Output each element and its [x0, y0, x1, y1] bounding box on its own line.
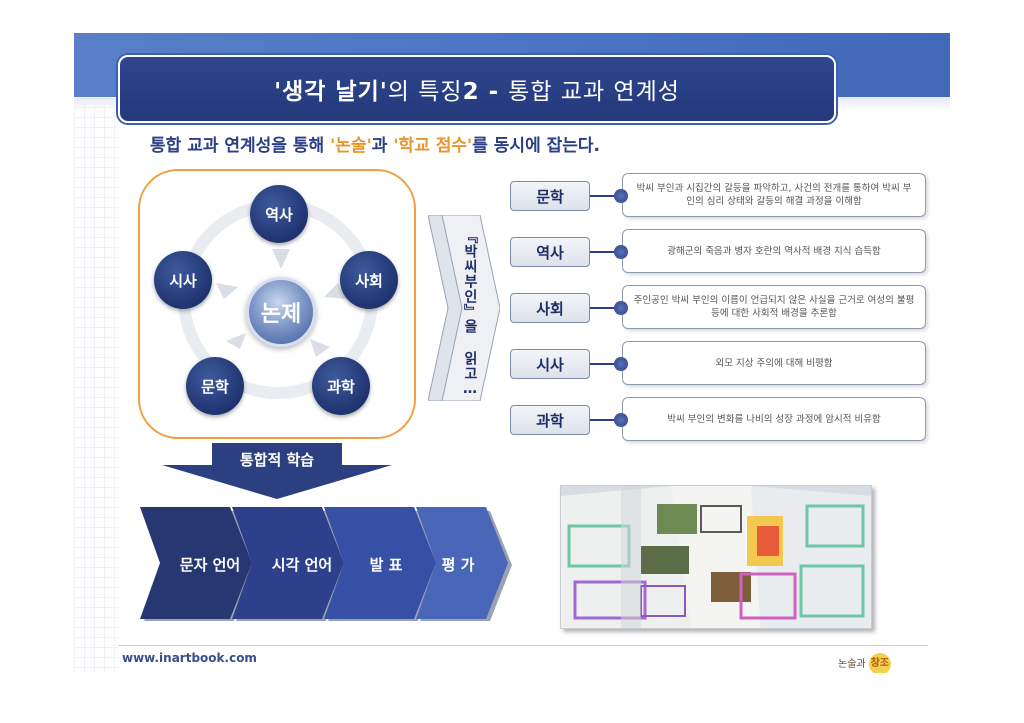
subject-row-current-affairs: 시사 외모 지상 주의에 대해 비평함 [510, 341, 926, 385]
slide-title: '생각 날기'의 특징2 - 통합 교과 연계성 [274, 79, 680, 105]
step-shape-2 [232, 507, 344, 619]
subject-row-literature: 문학 박씨 부인과 시집간의 갈등을 파악하고, 사건의 전개를 통하여 박씨 … [510, 173, 926, 217]
connector-dot-icon [614, 189, 628, 203]
student-work-image [561, 486, 871, 628]
subject-description: 주인공인 박씨 부인의 이름이 언급되지 않은 사실을 근거로 여성의 불평등에… [622, 285, 926, 329]
cycle-node-literature: 문학 [186, 357, 244, 415]
arrow-bottom-left-icon [226, 333, 246, 349]
cycle-node-science: 과학 [312, 357, 370, 415]
step-evaluation: 평 가 [441, 555, 475, 574]
subject-row-history: 역사 광해군의 죽음과 병자 호란의 역사적 배경 지식 습득함 [510, 229, 926, 273]
step-shape-3 [324, 507, 436, 619]
connector-dot-icon [614, 413, 628, 427]
process-steps [140, 507, 512, 621]
subject-description: 광해군의 죽음과 병자 호란의 역사적 배경 지식 습득함 [622, 229, 926, 273]
footer-divider [118, 645, 928, 646]
integrated-arrow [162, 443, 392, 499]
footer-url[interactable]: www.inartbook.com [122, 651, 257, 665]
connector [590, 251, 620, 253]
subject-description: 박씨 부인과 시집간의 갈등을 파악하고, 사건의 전개를 통하여 박씨 부인의… [622, 173, 926, 217]
subject-description: 외모 지상 주의에 대해 비평함 [622, 341, 926, 385]
arrow-top-icon [272, 249, 290, 269]
reading-label: 『박씨부인』을 읽고… [462, 229, 478, 398]
step-shape-4 [416, 507, 508, 619]
step-shape-1 [140, 507, 252, 619]
subject-tag: 과학 [510, 405, 590, 435]
connector-dot-icon [614, 357, 628, 371]
cycle-diagram: 논제 역사 사회 과학 문학 시사 [138, 169, 416, 439]
step-presentation: 발 표 [369, 555, 403, 574]
slide-subtitle: 통합 교과 연계성을 통해 '논술'과 '학교 점수'를 동시에 잡는다. [150, 136, 601, 156]
cycle-arrows [216, 249, 346, 357]
cycle-node-history: 역사 [250, 185, 308, 243]
logo-circle-icon: 창조 [868, 653, 891, 673]
subject-tag: 시사 [510, 349, 590, 379]
slide: '생각 날기'의 특징2 - 통합 교과 연계성 통합 교과 연계성을 통해 '… [74, 33, 950, 673]
connector [590, 419, 620, 421]
connector [590, 307, 620, 309]
arrow-left-icon [216, 283, 238, 299]
integrated-label: 통합적 학습 [239, 451, 315, 469]
reading-chevron [428, 215, 500, 401]
step-visual-language: 시각 언어 [271, 555, 333, 574]
cycle-node-current-affairs: 시사 [154, 251, 212, 309]
connector [590, 363, 620, 365]
student-work-photo [560, 485, 872, 629]
connector-dot-icon [614, 301, 628, 315]
subject-row-science: 과학 박씨 부인의 변화를 나비의 성장 과정에 암시적 비유함 [510, 397, 926, 441]
arrow-bottom-right-icon [310, 339, 330, 357]
subject-description: 박씨 부인의 변화를 나비의 성장 과정에 암시적 비유함 [622, 397, 926, 441]
subject-row-society: 사회 주인공인 박씨 부인의 이름이 언급되지 않은 사실을 근거로 여성의 불… [510, 285, 926, 329]
connector [590, 195, 620, 197]
connector-dot-icon [614, 245, 628, 259]
title-box: '생각 날기'의 특징2 - 통합 교과 연계성 [118, 55, 836, 123]
subject-tag: 사회 [510, 293, 590, 323]
cycle-center: 논제 [246, 277, 316, 347]
step-written-language: 문자 언어 [179, 555, 241, 574]
footer-logo: 논술과 창조 [838, 653, 891, 673]
arrow-right-icon [324, 283, 346, 299]
subject-tag: 문학 [510, 181, 590, 211]
subject-tag: 역사 [510, 237, 590, 267]
grid-pattern [74, 97, 118, 673]
cycle-node-society: 사회 [340, 251, 398, 309]
